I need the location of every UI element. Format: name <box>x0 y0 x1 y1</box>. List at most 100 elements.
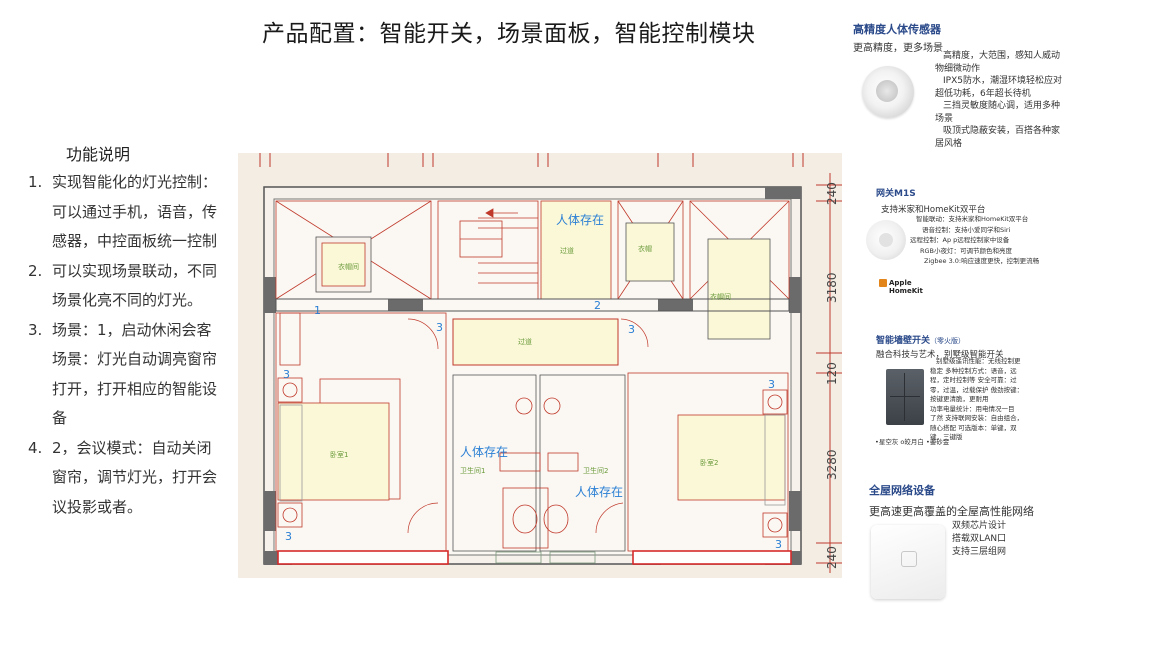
wallswitch-title: 智能墙壁开关 <box>876 336 931 346</box>
gateway-subtitle: 支持米家和HomeKit双平台 <box>881 205 986 215</box>
router-image <box>871 525 945 599</box>
functions-heading: 功能说明 <box>66 145 131 164</box>
presence-label: 人体存在 <box>556 213 604 227</box>
room-name: 卫生间1 <box>460 466 485 475</box>
marker: 1 <box>314 304 321 317</box>
top-rooms <box>275 200 790 340</box>
room-name: 过道 <box>518 337 532 346</box>
sensor-panel: 高精度人体传感器 更高精度，更多场景 <box>853 21 1063 54</box>
network-features: 双频芯片设计 搭载双LAN口 支持三层组网 <box>952 520 1006 559</box>
wallswitch-colors: •星空灰 o皎月白 •鎏砂金 <box>875 438 950 446</box>
corridor <box>275 298 790 366</box>
dimension-ticks <box>259 153 842 573</box>
function-text: 实现智能化的灯光控制：可以通过手机，语音，传感器，中控面板统一控制 <box>52 173 218 250</box>
wallswitch-title-note: （零火版） <box>930 337 966 345</box>
gateway-features: 智能联动：支持米家和HomeKit双平台 语音控制：支持小爱同学和Siri 远程… <box>910 214 1058 267</box>
gateway-feature: Zigbee 3.0:响应速度更快，控制更流畅 <box>924 257 1040 265</box>
presence-label: 人体存在 <box>460 445 508 459</box>
network-panel: 全屋网络设备 更高速更高覆盖的全屋高性能网络 <box>869 482 1069 519</box>
sensor-feature: 场景 <box>935 113 954 124</box>
wallswitch-feature: 稳定 多种控制方式：语音，远 <box>930 366 1017 375</box>
sensor-image <box>862 66 914 118</box>
gateway-title: 网关M1S <box>876 189 916 199</box>
room-names: 衣帽间 过道 衣帽 衣帽间 过道 卧室1 卧室2 卫生间1 卫生间2 <box>330 244 731 475</box>
gateway-feature: 远程控制：Ap p远程控制家中设备 <box>910 236 1010 244</box>
presence-label: 人体存在 <box>575 485 623 499</box>
marker: 3 <box>283 368 290 381</box>
dimension-label: 240 <box>825 182 839 205</box>
dimension-label: 240 <box>825 546 839 569</box>
marker: 2 <box>594 299 601 312</box>
room-name: 过道 <box>560 246 574 255</box>
wallswitch-feature: 键，三键版 <box>930 433 963 441</box>
wallswitch-feature: 功率电量统计：用电情况一目 <box>930 404 1015 413</box>
windows <box>277 550 792 565</box>
door-swings <box>407 318 649 534</box>
sensor-feature: 居风格 <box>935 138 963 149</box>
network-subtitle: 更高速更高覆盖的全屋高性能网络 <box>869 505 1034 518</box>
sensor-feature: 超低功耗，6年超长待机 <box>935 88 1031 99</box>
network-feature: 搭载双LAN口 <box>952 534 1007 544</box>
wallswitch-image <box>886 369 924 425</box>
wallswitch-feature: 程，定时控制等 安全可靠：过 <box>930 376 1017 384</box>
room-name: 卧室1 <box>330 450 348 459</box>
gateway-feature: 智能联动：支持米家和HomeKit双平台 <box>916 215 1029 223</box>
sensor-feature: 高精度，大范围，感知人威动 <box>943 51 1061 61</box>
wallswitch-panel: 智能墙壁开关（零火版） 融合科技与艺术，别墅级智能开关 <box>876 333 1066 360</box>
room-name: 衣帽 <box>638 244 652 253</box>
function-item: 1.实现智能化的灯光控制：可以通过手机，语音，传感器，中控面板统一控制 <box>28 173 218 250</box>
wallswitch-feature: 零，过温，过载保护 傲劲按键： <box>930 385 1024 394</box>
home-icon <box>879 279 887 287</box>
network-feature: 支持三层组网 <box>952 547 1007 557</box>
bedrooms <box>275 312 789 552</box>
wallswitch-feature: 了然 支持联网安装：自由组合， <box>930 414 1024 422</box>
dimension-label: 120 <box>825 362 839 385</box>
page-title: 产品配置：智能开关，场景面板，智能控制模块 <box>262 21 756 47</box>
presence-labels: 人体存在 人体存在 人体存在 <box>460 213 623 499</box>
floor-plan: 衣帽间 过道 衣帽 衣帽间 过道 卧室1 卧室2 卫生间1 卫生间2 人体存在 … <box>238 153 842 578</box>
dimension-labels: 240 3180 120 3280 240 <box>825 182 839 569</box>
function-text: 场景：1，启动休闲会客场景：灯光自动调亮窗帘打开，打开相应的智能设备 <box>52 320 218 428</box>
marker: 3 <box>628 323 635 336</box>
floor-plan-drawing: 衣帽间 过道 衣帽 衣帽间 过道 卧室1 卧室2 卫生间1 卫生间2 人体存在 … <box>259 153 842 573</box>
function-text: 可以实现场景联动，不同场景化亮不同的灯光。 <box>52 261 218 310</box>
wallswitch-features: 别墅级遥讯性能：无线控制更 稳定 多种控制方式：语音，远 程，定时控制等 安全可… <box>930 357 1042 443</box>
wallswitch-subtitle: 融合科技与艺术，别墅级智能开关 <box>876 350 1004 360</box>
room-name: 卫生间2 <box>583 466 608 475</box>
marker: 3 <box>775 538 782 551</box>
function-text: 2，会议模式：自动关闭窗帘，调节灯光，打开会议投影或者。 <box>52 438 218 516</box>
room-name: 衣帽间 <box>338 262 359 271</box>
function-item: 2.可以实现场景联动，不同场景化亮不同的灯光。 <box>28 261 218 310</box>
sensor-feature: IPX5防水，潮湿环境轻松应对 <box>943 76 1062 86</box>
sensor-feature: 吸顶式隐蔽安装，百搭各种家 <box>943 126 1061 136</box>
wallswitch-feature: 随心搭配 可选版本：单键，双 <box>930 423 1017 432</box>
sensor-title: 高精度人体传感器 <box>853 23 941 36</box>
network-title: 全屋网络设备 <box>869 484 935 497</box>
function-item: 4. 2，会议模式：自动关闭窗帘，调节灯光，打开会议投影或者。 <box>28 438 218 516</box>
sensor-features: 高精度，大范围，感知人威动 物细微动作 IPX5防水，潮湿环境轻松应对 超低功耗… <box>935 50 1062 150</box>
network-feature: 双频芯片设计 <box>952 521 1007 531</box>
gateway-panel: 网关M1S 支持米家和HomeKit双平台 <box>876 186 1056 215</box>
gateway-feature: RGB小夜灯：可调节颜色和亮度 <box>920 246 1013 255</box>
sensor-feature: 三挡灵敏度随心调，适用多种 <box>943 101 1061 111</box>
room-name: 卧室2 <box>700 458 718 467</box>
wallswitch-feature: 按键更清脆，更耐用 <box>930 395 989 403</box>
marker: 3 <box>768 378 775 391</box>
gateway-image <box>866 220 906 260</box>
functions-list: 1.实现智能化的灯光控制：可以通过手机，语音，传感器，中控面板统一控制 2.可以… <box>28 168 224 522</box>
marker: 3 <box>285 530 292 543</box>
dimension-label: 3180 <box>825 272 839 303</box>
function-item: 3.场景：1，启动休闲会客场景：灯光自动调亮窗帘打开，打开相应的智能设备 <box>28 320 218 428</box>
gateway-feature: 语音控制：支持小爱同学和Siri <box>922 225 1011 234</box>
marker: 3 <box>436 321 443 334</box>
sensor-subtitle: 更高精度，更多场景 <box>853 43 943 54</box>
dimension-label: 3280 <box>825 449 839 480</box>
room-name: 衣帽间 <box>710 292 731 301</box>
window-sills <box>495 551 596 564</box>
wallswitch-feature: 别墅级遥讯性能：无线控制更 <box>936 357 1021 365</box>
bathrooms <box>452 374 626 552</box>
stairs <box>478 208 538 284</box>
homekit-badge: Apple HomeKit <box>879 279 925 297</box>
device-markers: 1 2 3 3 3 3 3 3 <box>283 299 782 551</box>
sensor-feature: 物细微动作 <box>935 63 981 74</box>
